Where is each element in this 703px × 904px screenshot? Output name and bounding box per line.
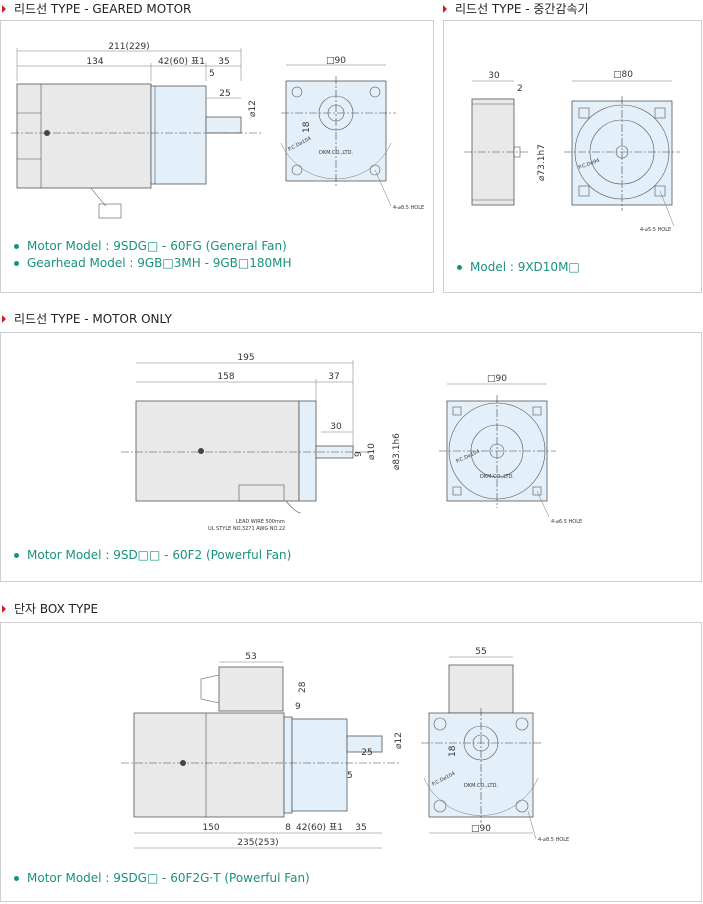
dim-motor: 158	[217, 372, 234, 382]
drawing-box-type: 53 28 9 ⌀12 25 5 150 8 42(60) 표1 35 235(…	[121, 647, 569, 849]
arrow-bullet-icon	[2, 314, 6, 323]
dim-motor: 150	[202, 823, 219, 833]
section-title-text: 리드선 TYPE - 중간감속기	[455, 2, 589, 16]
panel-box-type: 53 28 9 ⌀12 25 5 150 8 42(60) 표1 35 235(…	[0, 622, 702, 902]
section-title-motor-only: 리드선 TYPE - MOTOR ONLY	[2, 310, 172, 327]
dim-gap: 9	[295, 702, 301, 712]
dim-shaft-dia: ⌀12	[394, 732, 404, 749]
dim-motor: 134	[86, 57, 103, 67]
dim-gear: 42(60)	[158, 57, 188, 67]
dim-square: □90	[471, 824, 491, 834]
dim-pilot: ⌀83.1h6	[392, 433, 402, 470]
dim-overall: 211(229)	[108, 42, 149, 52]
dim-square: □90	[326, 56, 346, 66]
section-title-geared-motor: 리드선 TYPE - GEARED MOTOR	[2, 0, 191, 17]
dim-gear-suffix: 표1	[191, 57, 205, 67]
section-title-reducer: 리드선 TYPE - 중간감속기	[443, 0, 589, 17]
spec-motor-model: Motor Model : 9SDG□ - 60FG (General Fan)	[13, 238, 292, 255]
panel-geared-motor: 211(229) 134 42(60) 표1 35 5 25 ⌀12 □90	[0, 20, 434, 293]
dim-key-height: 18	[448, 745, 458, 757]
section-title-text: 리드선 TYPE - GEARED MOTOR	[14, 2, 192, 16]
lead-wire-spec: UL STYLE NO.3271 AWG NO.22	[208, 526, 285, 532]
dim-hole: 4-⌀6.5 HOLE	[551, 519, 582, 525]
dim-step: 5	[347, 771, 353, 781]
dim-gear: 42(60)	[296, 823, 326, 833]
dim-overall: 235(253)	[237, 838, 278, 848]
spec-model: Model : 9XD10M□	[456, 259, 580, 276]
panel-reducer: 30 2 ⌀73.1h7 □80 P.C.D⌀94 4-⌀5.5 HOLE Mo…	[443, 20, 702, 293]
dim-flange: 8	[285, 823, 291, 833]
section-title-box-type: 단자 BOX TYPE	[2, 600, 98, 617]
spec-motor-model: Motor Model : 9SD□□ - 60F2 (Powerful Fan…	[13, 547, 291, 564]
dim-diameter: ⌀73.1h7	[537, 144, 547, 181]
lead-wire-text: LEAD WIRE 500mm	[236, 519, 285, 525]
panel-motor-only: 195 158 37 30 9 ⌀10 ⌀83.1h6 LEAD WIRE 50…	[0, 332, 702, 582]
dim-shaft-dia: ⌀12	[248, 100, 258, 117]
arrow-bullet-icon	[2, 604, 6, 613]
dim-step: 5	[209, 69, 215, 79]
spec-list-geared: Motor Model : 9SDG□ - 60FG (General Fan)…	[13, 238, 292, 272]
dim-box-height: 28	[298, 681, 308, 693]
spec-list-reducer: Model : 9XD10M□	[456, 259, 580, 276]
drawing-geared-motor: 211(229) 134 42(60) 표1 35 5 25 ⌀12 □90	[11, 42, 424, 219]
arrow-bullet-icon	[2, 4, 6, 13]
dim-key-height: 18	[302, 121, 312, 133]
arrow-bullet-icon	[443, 4, 447, 13]
drawing-motor-only: 195 158 37 30 9 ⌀10 ⌀83.1h6 LEAD WIRE 50…	[121, 353, 582, 532]
dim-top: 55	[475, 647, 486, 657]
dim-overall: 195	[237, 353, 254, 363]
section-title-text: 리드선 TYPE - MOTOR ONLY	[14, 312, 172, 326]
dim-hole: 4-⌀8.5 HOLE	[393, 205, 424, 211]
dim-square: □80	[613, 70, 633, 80]
dim-key-height: 9	[354, 451, 364, 457]
dim-shaft: 35	[355, 823, 366, 833]
dim-shaft: 37	[328, 372, 339, 382]
dim-step: 2	[517, 84, 523, 94]
spec-list-motor-only: Motor Model : 9SD□□ - 60F2 (Powerful Fan…	[13, 547, 291, 564]
section-title-text: 단자 BOX TYPE	[14, 602, 99, 616]
dim-gear-suffix: 표1	[329, 823, 343, 833]
dim-key: 25	[361, 748, 372, 758]
dim-square: □90	[487, 374, 507, 384]
spec-motor-model: Motor Model : 9SDG□ - 60F2G·T (Powerful …	[13, 870, 310, 887]
spec-gearhead-model: Gearhead Model : 9GB□3MH - 9GB□180MH	[13, 255, 292, 272]
dim-shaft-dia: ⌀10	[367, 443, 377, 460]
spec-list-box: Motor Model : 9SDG□ - 60F2G·T (Powerful …	[13, 870, 310, 887]
dim-box-width: 53	[245, 652, 256, 662]
drawing-reducer: 30 2 ⌀73.1h7 □80 P.C.D⌀94 4-⌀5.5 HOLE	[464, 70, 680, 233]
dim-key: 25	[219, 89, 230, 99]
dim-hole: 4-⌀5.5 HOLE	[640, 227, 671, 233]
dim-key: 30	[330, 422, 342, 432]
dim-hole: 4-⌀8.5 HOLE	[538, 837, 569, 843]
dim-shaft: 35	[218, 57, 229, 67]
dim-length: 30	[488, 71, 500, 81]
